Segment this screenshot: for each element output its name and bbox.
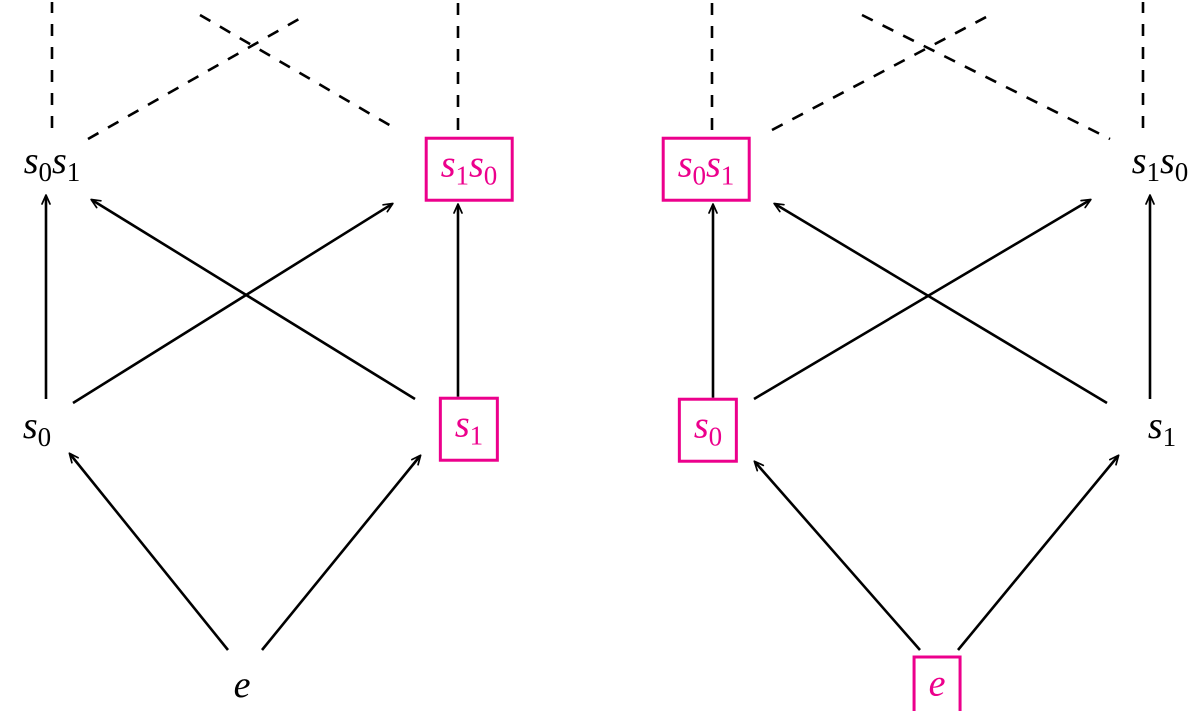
node-label-main: e [928,662,946,705]
node-left-s0s1[interactable]: s0s1 [24,142,81,186]
dashed-continuation-diagonal-left-a [87,13,307,141]
node-label-sub2: 0 [483,160,498,191]
node-left-s1s0[interactable]: s1s0 [424,136,514,202]
edge-s0-to-s1s0-left [72,202,394,405]
node-label-sub: 0 [37,421,52,452]
node-label-main2: s [1160,140,1175,183]
edge-e-to-s1-right [956,454,1120,651]
node-label-main: s [22,405,38,448]
node-label-main2: s [52,140,67,183]
node-left-s0[interactable]: s0 [23,407,51,451]
edge-s1-to-s0s1-left [90,198,416,401]
dashed-continuation-diagonal-right-a [771,13,991,132]
node-label-main: s [1131,140,1147,183]
node-label-sub: 0 [708,421,723,452]
node-label-sub: 0 [692,160,707,191]
node-label-main2: s [706,143,721,186]
dashed-continuation-diagonal-left-b [199,13,399,132]
node-right-s1[interactable]: s1 [1148,407,1176,451]
node-right-s1s0[interactable]: s1s0 [1132,142,1189,186]
node-label-sub: 0 [38,156,53,187]
node-right-e[interactable]: e [912,655,962,711]
node-label-main: s [454,403,470,446]
node-label-sub2: 1 [66,156,81,187]
node-label-main: s [440,143,456,186]
node-left-s1[interactable]: s1 [438,396,500,462]
node-label-sub: 1 [1146,156,1161,187]
node-right-s0[interactable]: s0 [677,397,739,463]
edge-e-to-s1-left [260,454,422,651]
edge-e-to-s0-left [68,452,230,651]
node-label-main: s [677,143,693,186]
node-right-s0s1[interactable]: s0s1 [661,136,751,202]
node-label-main: e [233,664,251,706]
node-label-main: s [23,140,39,183]
node-label-main: s [1147,405,1163,448]
edge-s0-to-s1s0-right [753,198,1092,401]
node-label-sub: 1 [469,420,484,451]
dashed-continuation-diagonal-right-b [861,13,1111,141]
node-label-sub: 1 [455,160,470,191]
node-label-sub: 1 [1162,421,1177,452]
node-label-sub2: 1 [720,160,735,191]
node-label-main: s [693,404,709,447]
edge-e-to-s0-right [753,460,921,651]
node-left-e[interactable]: e [234,666,251,704]
node-label-sub2: 0 [1174,156,1189,187]
edge-s1-to-s0s1-right [773,202,1108,405]
node-label-main2: s [469,143,484,186]
